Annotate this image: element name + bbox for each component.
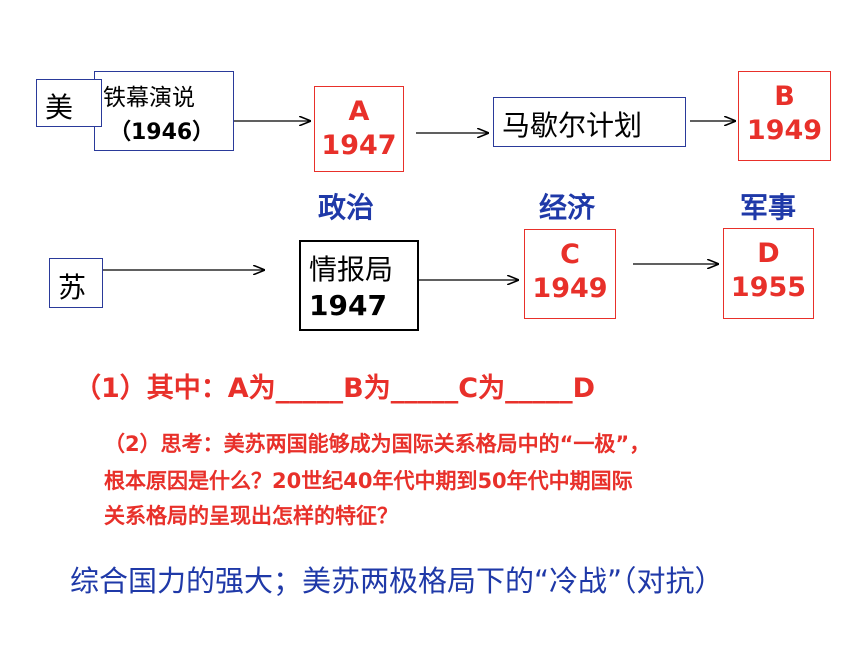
ussr-label-box: 苏: [49, 258, 103, 308]
question-1: （1）其中：A为_____B为_____C为_____D: [74, 373, 595, 404]
marshall-plan-label: 马歇尔计划: [502, 109, 643, 142]
box-c-year: 1949: [532, 273, 608, 304]
box-d-letter: D: [757, 238, 780, 269]
answer-text: 综合国力的强大；美苏两极格局下的“冷战”（对抗）: [70, 564, 724, 598]
category-military: 军事: [740, 191, 797, 224]
box-a-year: 1947: [321, 130, 397, 161]
question-2-line-2: 根本原因是什么？20世纪40年代中期到50年代中期国际: [104, 469, 633, 493]
box-c-letter: C: [560, 239, 580, 270]
marshall-plan-box: 马歇尔计划: [493, 97, 686, 147]
speech-year: （1946）: [109, 120, 215, 145]
usa-label-box: 美: [36, 79, 102, 127]
box-b-year: 1949: [746, 115, 823, 146]
category-economy: 经济: [539, 191, 596, 224]
box-a-letter: A: [348, 96, 370, 127]
ussr-label: 苏: [58, 271, 87, 304]
category-politics: 政治: [318, 191, 375, 224]
box-b-letter: B: [774, 81, 795, 112]
cominform-title: 情报局: [309, 253, 394, 286]
speech-title: 铁幕演说: [103, 85, 195, 111]
box-a: A 1947: [314, 86, 404, 172]
cominform-year: 1947: [309, 289, 387, 322]
question-2-line-1: （2）思考：美苏两国能够成为国际关系格局中的“一极”，: [104, 432, 651, 456]
box-d-year: 1955: [730, 272, 807, 303]
usa-label: 美: [45, 91, 74, 124]
box-d: D 1955: [723, 228, 814, 319]
cominform-box: 情报局 1947: [299, 240, 419, 331]
usa-speech-box: 铁幕演说 （1946）: [94, 71, 234, 151]
box-b: B 1949: [738, 71, 831, 161]
box-c: C 1949: [524, 229, 616, 319]
question-2-line-3: 关系格局的呈现出怎样的特征？: [104, 504, 398, 528]
